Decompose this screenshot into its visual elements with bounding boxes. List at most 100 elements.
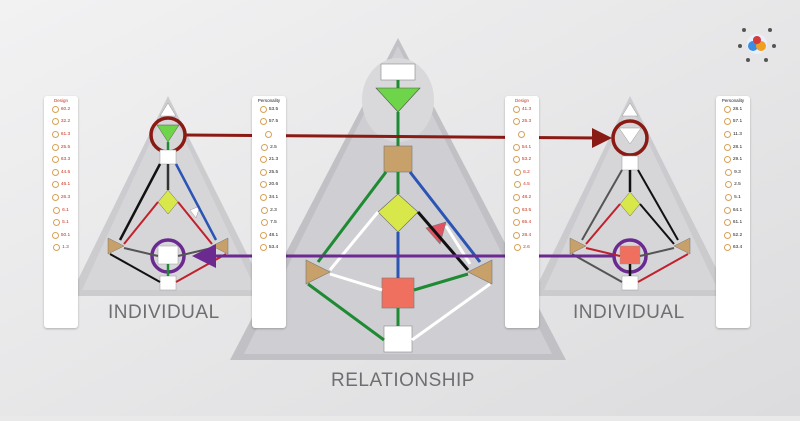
planet-glyph-icon xyxy=(723,219,731,227)
gate-row: 11.3 xyxy=(716,128,750,141)
gate-row: 57.1 xyxy=(716,116,750,129)
planet-glyph-icon xyxy=(261,143,269,151)
gate-value: 2.5 xyxy=(734,182,741,188)
spleen-center xyxy=(569,237,587,255)
gate-row: 2.5 xyxy=(716,179,750,192)
planet-glyph-icon xyxy=(725,181,733,189)
gate-row: 29.1 xyxy=(716,153,750,166)
gate-row: 1.3 xyxy=(44,242,78,255)
gate-value: 2.5 xyxy=(270,144,277,150)
gate-value: 2.6 xyxy=(523,245,530,251)
gate-row: 28.1 xyxy=(716,141,750,154)
spleen-center xyxy=(305,259,331,285)
gate-value: 28.1 xyxy=(732,106,743,112)
gate-value: 65.4 xyxy=(521,220,532,226)
planet-glyph-icon xyxy=(512,193,520,201)
planet-glyph-icon xyxy=(261,219,269,227)
gate-row: 6.2 xyxy=(505,166,539,179)
planet-glyph-icon xyxy=(51,156,59,164)
planet-glyph-icon xyxy=(51,118,59,126)
gate-value: 54.1 xyxy=(521,144,532,150)
gate-row: 25.3 xyxy=(505,116,539,129)
gate-row: 26.3 xyxy=(44,191,78,204)
panel-header: Design xyxy=(514,98,529,103)
root-center xyxy=(621,275,639,291)
gate-value: 2.3 xyxy=(270,207,277,213)
gate-row: 25.5 xyxy=(252,166,286,179)
gate-row: 54.1 xyxy=(505,141,539,154)
gate-value: 63.3 xyxy=(60,157,71,163)
planet-glyph-icon xyxy=(723,105,731,113)
gate-value: 28.4 xyxy=(521,232,532,238)
gate-value: 48.2 xyxy=(521,194,532,200)
caption-individual-right: INDIVIDUAL xyxy=(573,302,685,323)
gate-value: 4.5 xyxy=(523,182,530,188)
panel-header: Design xyxy=(53,98,68,103)
g-center xyxy=(619,191,641,217)
gate-value: 41.3 xyxy=(521,106,532,112)
sacral-center xyxy=(381,277,415,309)
root-center xyxy=(383,325,413,353)
gate-row: 6.1 xyxy=(44,204,78,217)
planet-glyph-icon xyxy=(512,231,520,239)
gate-row: 53.4 xyxy=(252,242,286,255)
caption-relationship: RELATIONSHIP xyxy=(331,370,475,391)
planet-glyph-icon xyxy=(723,244,731,252)
gate-value: 52.2 xyxy=(732,232,743,238)
planet-glyph-icon xyxy=(51,181,59,189)
planet-glyph-icon xyxy=(261,206,269,214)
gate-row: 50.1 xyxy=(44,229,78,242)
gate-row: 9.3 xyxy=(716,166,750,179)
highlight-ring-ajna xyxy=(611,119,649,157)
planet-glyph-icon xyxy=(512,156,520,164)
gate-row: 63.3 xyxy=(44,153,78,166)
gate-value: 32.2 xyxy=(60,119,71,125)
gate-row: 53.2 xyxy=(505,153,539,166)
heart-center xyxy=(189,205,201,219)
gate-row: 2.3 xyxy=(252,204,286,217)
gate-row: 46.1 xyxy=(44,179,78,192)
gate-row: 64.1 xyxy=(716,204,750,217)
solar-plexus-center xyxy=(673,237,691,255)
gate-row: 4.5 xyxy=(505,179,539,192)
gate-row: 25.5 xyxy=(44,141,78,154)
planet-glyph-icon xyxy=(723,206,731,214)
head-center xyxy=(380,63,416,81)
planet-glyph-icon xyxy=(725,168,733,176)
gate-value: 7.5 xyxy=(270,220,277,226)
planet-glyph-icon xyxy=(259,193,267,201)
root-center xyxy=(159,275,177,291)
gate-row: 5.1 xyxy=(44,216,78,229)
g-center xyxy=(157,189,179,215)
gate-value: 1.3 xyxy=(62,245,69,251)
planet-glyph-icon xyxy=(514,181,522,189)
planet-glyph-icon xyxy=(724,130,731,138)
bodygraph-logo-icon xyxy=(738,28,776,62)
gate-value: 60.2 xyxy=(60,106,71,112)
right-individual-bodygraph xyxy=(532,96,730,296)
planet-glyph-icon xyxy=(259,244,267,252)
gate-value: 29.1 xyxy=(732,157,743,163)
center-relationship-bodygraph xyxy=(230,38,566,360)
gate-value: 44.5 xyxy=(60,169,71,175)
gate-value: 34.1 xyxy=(268,194,279,200)
planet-glyph-icon xyxy=(723,231,731,239)
gate-value: 5.1 xyxy=(734,194,741,200)
planet-glyph-icon xyxy=(512,206,520,214)
planet-glyph-icon xyxy=(723,118,731,126)
sacral-center xyxy=(619,245,641,265)
planet-glyph-icon xyxy=(512,105,520,113)
gate-row: 32.2 xyxy=(44,116,78,129)
gate-row: 53.5 xyxy=(252,103,286,116)
gate-row: 44.5 xyxy=(44,166,78,179)
planet-glyph-icon xyxy=(264,130,272,138)
planet-glyph-icon xyxy=(53,219,61,227)
red-arrow-head xyxy=(592,128,612,148)
gate-value: 25.3 xyxy=(521,119,532,125)
gate-value: 20.6 xyxy=(268,182,279,188)
